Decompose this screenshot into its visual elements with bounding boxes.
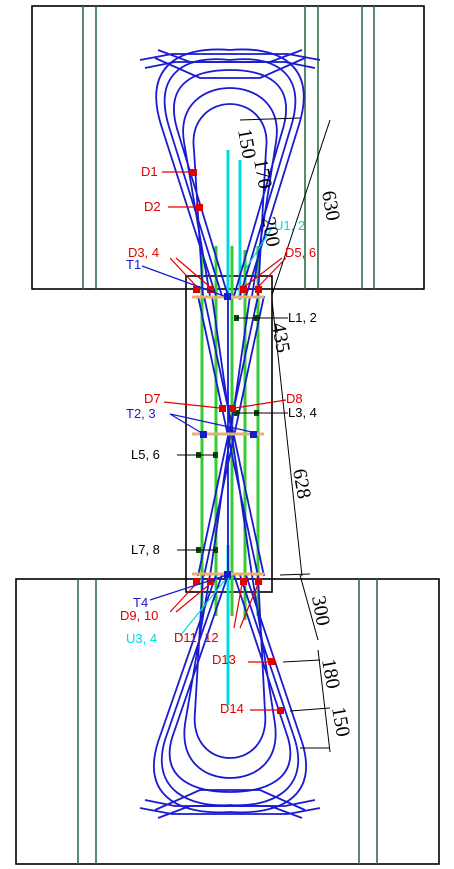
dim-170: 170 [249, 157, 276, 190]
dim-150-lower: 150 [327, 705, 354, 738]
dim-150: 150 [233, 127, 260, 160]
neck-cross-cables [197, 295, 265, 577]
label-d9-10: D9, 10 [120, 608, 158, 623]
u-leaders [179, 227, 273, 637]
tie-markers [200, 293, 257, 578]
dimension-lines [239, 117, 331, 753]
label-u3-4: U3, 4 [126, 631, 157, 646]
label-d2: D2 [144, 199, 161, 214]
lower-vertical-bars [77, 579, 378, 864]
label-d1: D1 [141, 164, 158, 179]
label-d11-12: D11, 12 [174, 630, 219, 645]
label-t1: T1 [126, 257, 141, 272]
label-d5-6: D5, 6 [285, 245, 316, 260]
label-d8: D8 [286, 391, 303, 406]
label-u1-2: U1, 2 [274, 218, 305, 233]
label-d13: D13 [212, 652, 236, 667]
dim-628: 628 [288, 467, 315, 500]
upper-cable-loops [139, 48, 321, 297]
dim-300: 300 [307, 594, 334, 627]
dim-630: 630 [317, 189, 344, 222]
label-t4: T4 [133, 595, 148, 610]
label-d3-4: D3, 4 [128, 245, 159, 260]
label-l7-8: L7, 8 [131, 542, 160, 557]
label-l5-6: L5, 6 [131, 447, 160, 462]
label-t2-3: T2, 3 [126, 406, 156, 421]
label-d14: D14 [220, 701, 244, 716]
dim-180: 180 [317, 657, 344, 690]
lower-cable-loops [139, 574, 321, 819]
d-markers [190, 169, 284, 714]
l-leaders [177, 317, 288, 551]
dim-435: 435 [267, 321, 294, 354]
t-leaders [141, 265, 253, 601]
label-l3-4: L3, 4 [288, 405, 317, 420]
upper-vertical-bars [82, 6, 375, 289]
label-l1-2: L1, 2 [288, 310, 317, 325]
d-leaders [162, 171, 287, 711]
dim-200: 200 [257, 215, 284, 248]
label-d7: D7 [144, 391, 161, 406]
